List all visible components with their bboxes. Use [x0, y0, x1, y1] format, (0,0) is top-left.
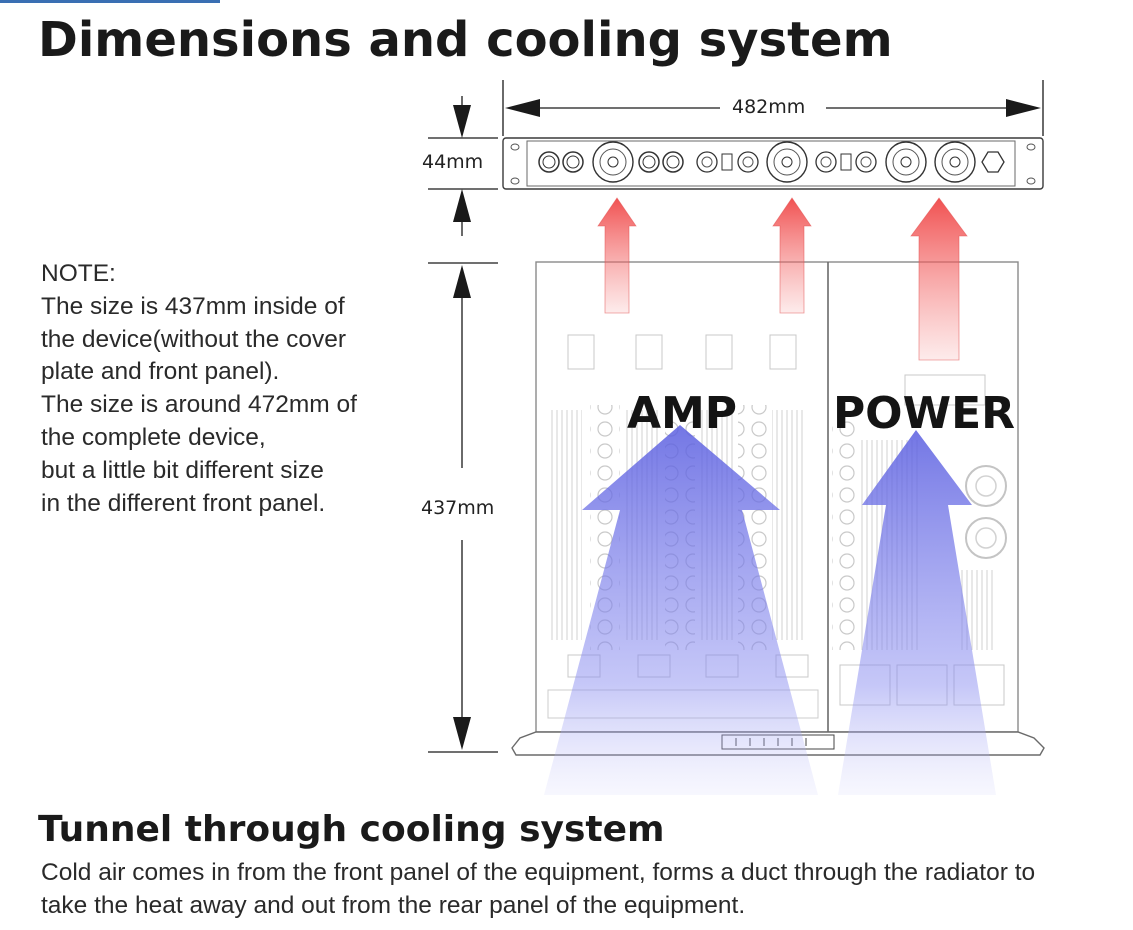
depth-dimension-label: 437mm: [421, 497, 495, 519]
page-title: Dimensions and cooling system: [38, 12, 893, 68]
width-dimension-label: 482mm: [732, 96, 806, 118]
fan-icon: [592, 141, 976, 183]
description-line: Cold air comes in from the front panel o…: [41, 859, 1036, 886]
note-line: plate and front panel).: [41, 358, 280, 386]
xlr-connector-icon: [538, 151, 684, 173]
top-accent-bar: [0, 0, 220, 3]
depth-dimension: [428, 262, 498, 753]
speakon-connector-icon: [696, 151, 877, 173]
front-panel: [502, 137, 1044, 190]
height-dimension-label: 44mm: [422, 151, 484, 173]
description-line: take the heat away and out from the rear…: [41, 892, 746, 919]
note-line: NOTE:: [41, 260, 116, 287]
note-line: the device(without the cover: [41, 325, 347, 353]
note-block: NOTE: The size is 437mm inside of the de…: [41, 258, 401, 520]
note-line: the complete device,: [41, 423, 266, 451]
power-switch-icon: [981, 151, 1005, 173]
hot-air-arrows: [597, 197, 968, 361]
cold-air-arrows: [544, 425, 996, 795]
power-label: POWER: [833, 388, 1015, 439]
amp-label: AMP: [627, 388, 737, 439]
description-block: Cold air comes in from the front panel o…: [41, 856, 1131, 922]
note-line: The size is around 472mm of: [41, 391, 357, 419]
note-line: in the different front panel.: [41, 489, 326, 517]
section-title: Tunnel through cooling system: [38, 809, 665, 850]
height-dimension: [428, 96, 498, 236]
width-dimension: [502, 80, 1044, 136]
note-line: but a little bit different size: [41, 456, 324, 484]
note-line: The size is 437mm inside of: [41, 292, 345, 320]
